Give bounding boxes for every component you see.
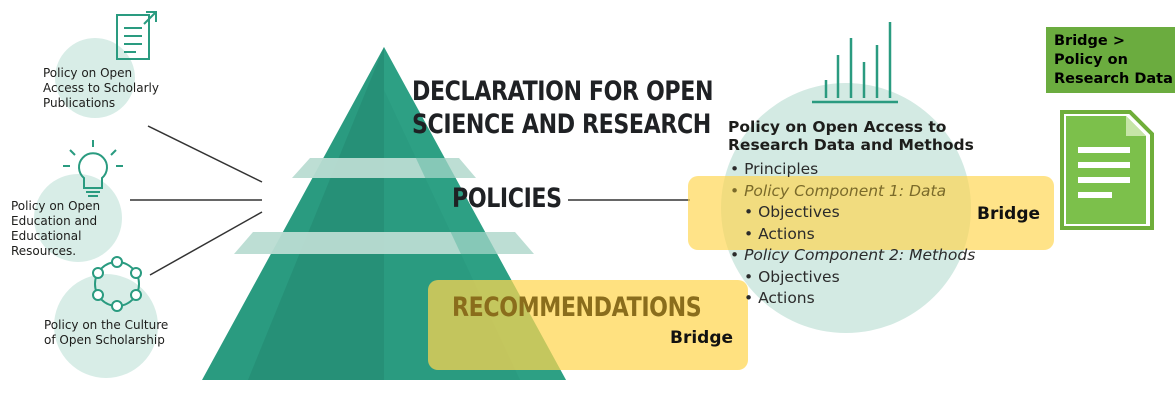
policy-culture-label: Policy on the Culture of Open Scholarshi… — [44, 318, 168, 348]
label-line: Policy on the Culture — [44, 318, 169, 332]
list-item: • Principles — [730, 160, 819, 178]
bridge-research-data-box — [1046, 27, 1175, 93]
green-document-icon — [1060, 110, 1154, 230]
heading-line: DECLARATION FOR OPEN — [412, 76, 714, 107]
label-line: Policy on Open — [11, 199, 101, 213]
policy-education-label: Policy on Open Education and Educational… — [11, 199, 100, 259]
list-item: • Objectives — [744, 267, 840, 286]
recommendations-heading: RECOMMENDATIONS — [452, 292, 702, 323]
research-data-policy-title: Policy on Open Access to Research Data a… — [728, 118, 974, 154]
document-icon — [116, 11, 157, 60]
title-line: Research Data and Methods — [728, 136, 974, 154]
bridge-recommendations-label: Bridge — [670, 328, 734, 348]
label-line: Resources. — [11, 244, 77, 258]
label-line: of Open Scholarship — [44, 333, 165, 347]
connector-culture — [149, 211, 263, 276]
title-line: Policy on Open Access to — [728, 118, 947, 136]
research-data-policy-list: • Principles • Policy Component 1: Data … — [730, 159, 975, 310]
bar-chart-icon — [812, 22, 898, 104]
connector-publications — [147, 125, 263, 183]
label-line: Publications — [43, 96, 116, 110]
lightbulb-icon — [63, 140, 123, 197]
label-line: Educational — [11, 229, 82, 243]
list-item: • Policy Component 1: Data — [730, 181, 947, 200]
box-line: Policy on — [1054, 52, 1128, 68]
box-line: Bridge > — [1054, 33, 1125, 49]
policies-heading: POLICIES — [452, 183, 562, 214]
box-line: Research Data — [1054, 71, 1173, 87]
list-item: • Objectives — [744, 203, 840, 221]
recommendations-bridge-highlight — [428, 280, 748, 370]
label-line: Education and — [11, 214, 98, 228]
declaration-heading: DECLARATION FOR OPEN SCIENCE AND RESEARC… — [412, 75, 713, 141]
list-item: • Actions — [744, 289, 815, 307]
network-icon — [92, 256, 142, 312]
circle-education — [34, 174, 122, 262]
bridge-policy-component-label: Bridge — [977, 204, 1041, 224]
label-line: Access to Scholarly — [43, 81, 159, 95]
circle-publications — [55, 38, 135, 118]
bridge-research-data-text: Bridge > Policy on Research Data — [1054, 32, 1175, 89]
list-item: • Policy Component 2: Methods — [730, 246, 976, 264]
heading-line: SCIENCE AND RESEARCH — [412, 109, 711, 140]
list-item: • Actions — [744, 224, 815, 243]
policy-component-bridge-highlight — [688, 176, 1054, 250]
policy-publications-label: Policy on Open Access to Scholarly Publi… — [43, 66, 159, 111]
label-line: Policy on Open — [43, 66, 133, 80]
